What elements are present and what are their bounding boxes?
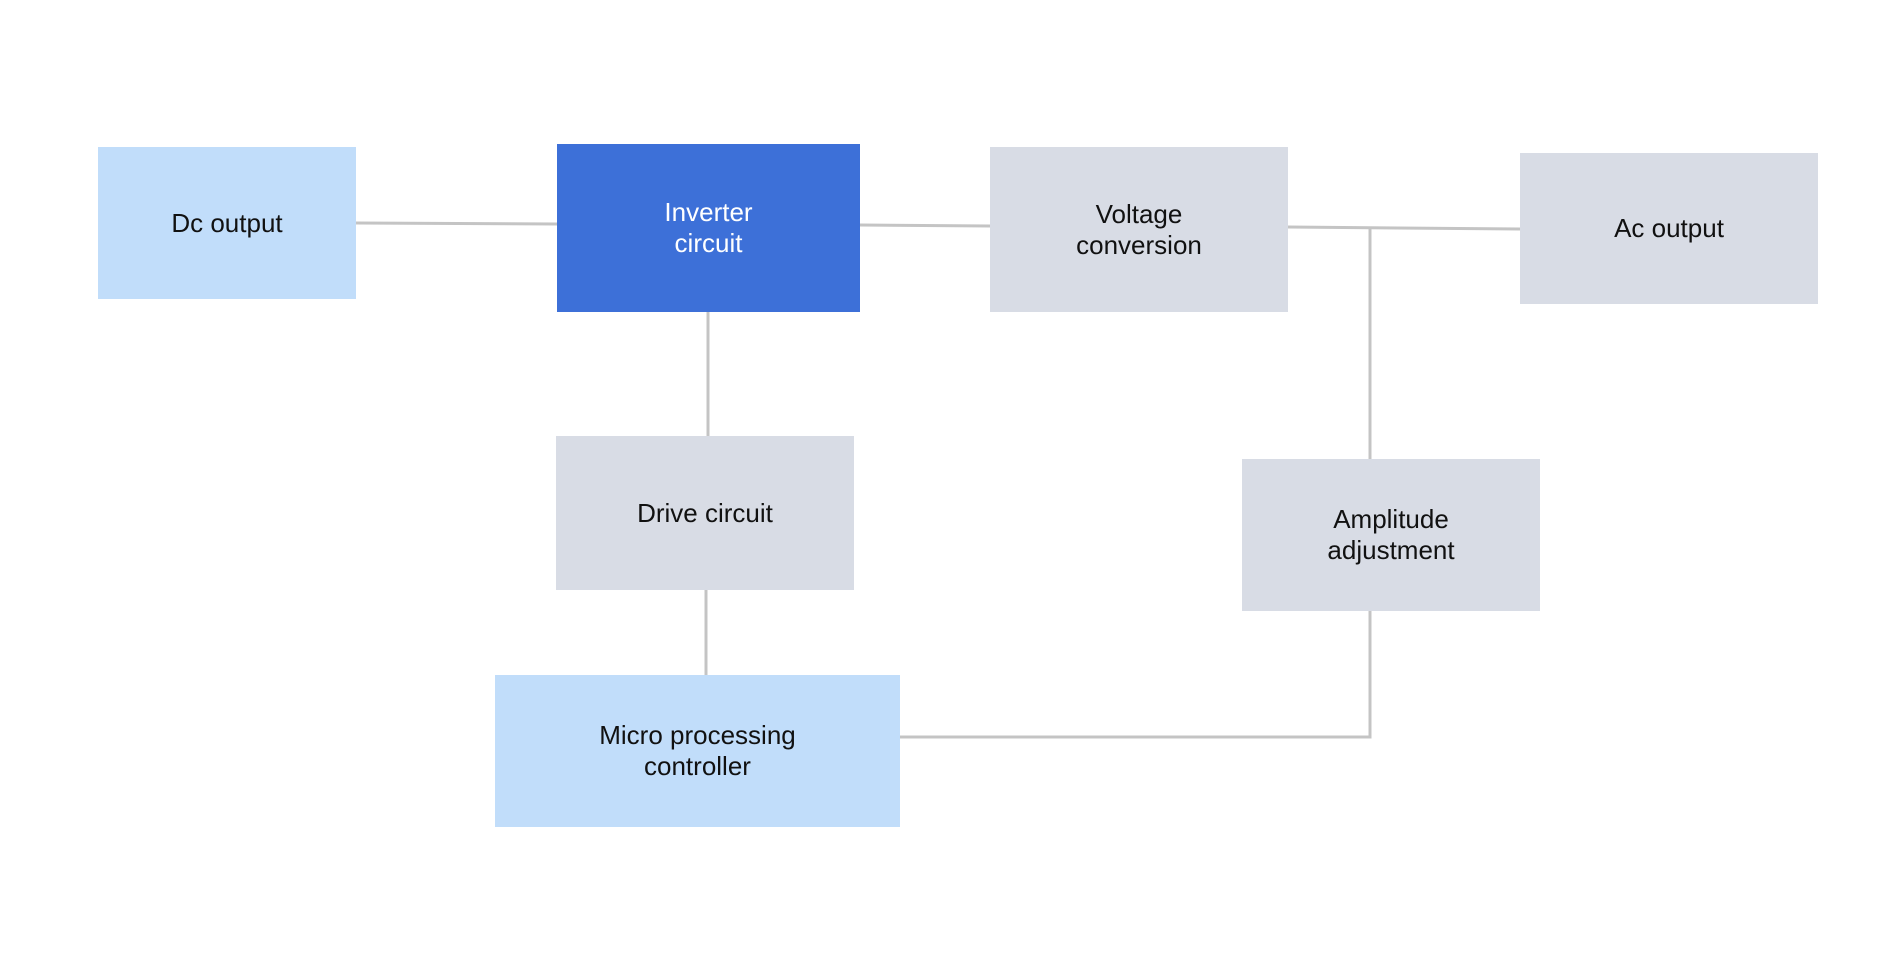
ac-output-label: Ac output bbox=[1614, 213, 1724, 243]
inverter-circuit-label: Inverter circuit bbox=[664, 197, 753, 258]
drive-circuit-label: Drive circuit bbox=[637, 497, 773, 528]
connector-voltage-to-ac bbox=[1287, 225, 1521, 231]
micro-processing-controller-node[interactable]: Micro processing controller bbox=[495, 675, 900, 827]
micro-processing-controller-label: Micro processing controller bbox=[599, 720, 796, 781]
voltage-conversion-label: Voltage conversion bbox=[1076, 198, 1202, 260]
amplitude-adjustment-node[interactable]: Amplitude adjustment bbox=[1242, 459, 1540, 611]
dc-output-label: Dc output bbox=[171, 207, 283, 238]
amplitude-adjustment-label: Amplitude adjustment bbox=[1327, 504, 1455, 565]
ac-output-node[interactable]: Ac output bbox=[1520, 153, 1818, 304]
dc-output-node[interactable]: Dc output bbox=[98, 147, 356, 299]
connector-inverter-to-voltage bbox=[859, 223, 991, 228]
inverter-circuit-node[interactable]: Inverter circuit bbox=[557, 144, 860, 312]
connector-controller-to-amplitude bbox=[900, 611, 1372, 739]
connector-dc-to-inverter bbox=[355, 221, 558, 226]
drive-circuit-node[interactable]: Drive circuit bbox=[556, 436, 854, 590]
voltage-conversion-node[interactable]: Voltage conversion bbox=[990, 147, 1288, 312]
